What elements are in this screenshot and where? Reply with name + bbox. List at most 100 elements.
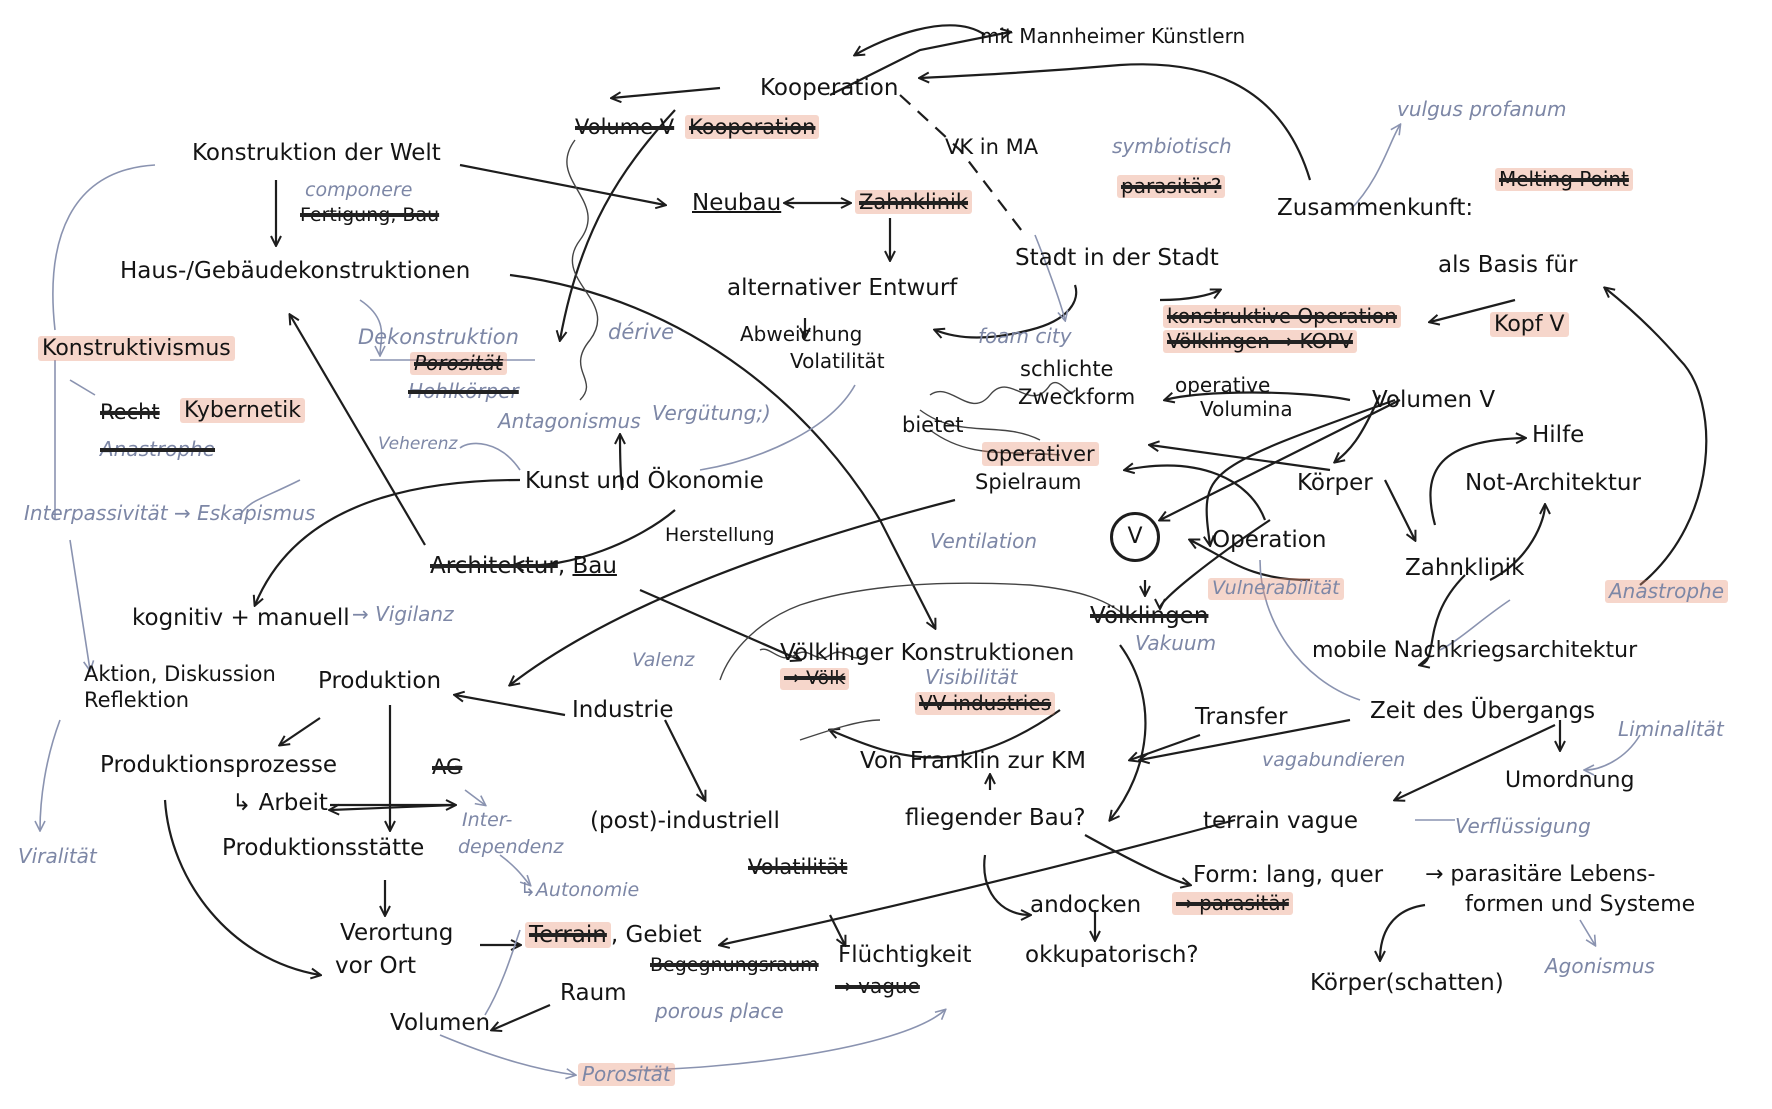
node-agonismus: Agonismus (1545, 954, 1655, 978)
node-vakuum: Vakuum (1135, 631, 1217, 655)
architektur-struck: Architektur (430, 553, 558, 579)
node-formen: formen und Systeme (1465, 892, 1696, 917)
node-voelklingen: Völklingen (1090, 603, 1209, 629)
node-derive: dérive (608, 320, 675, 344)
volatilitaet-top-label: Volatilität (790, 349, 885, 373)
node-konstruktive-operation: konstruktive Operation (1163, 305, 1401, 328)
node-zahnklinik-struck: Zahnklinik (855, 190, 973, 215)
node-kognitiv-manuell: kognitiv + manuell (132, 605, 350, 631)
node-foam-city: foam city (978, 324, 1072, 348)
node-parasitaere: → parasitäre Lebens- (1425, 862, 1656, 887)
node-produktionsprozesse: Produktionsprozesse (100, 752, 337, 778)
node-zeit-uebergang: Zeit des Übergangs (1370, 698, 1596, 724)
node-valenz: Valenz (632, 649, 695, 671)
node-recht: Recht (100, 400, 160, 424)
node-andocken: andocken (1030, 892, 1142, 918)
node-parasitaer-struck: → parasitär (1172, 892, 1293, 915)
node-vagabundieren: vagabundieren (1262, 749, 1406, 771)
node-volumen-left: Volumen (390, 1010, 491, 1036)
node-herstellung: Herstellung (665, 524, 775, 546)
node-volumen-right: Volumen V (1372, 387, 1496, 413)
node-produktion: Produktion (318, 668, 442, 694)
node-liminalitaet: Liminalität (1618, 717, 1724, 741)
node-interdependenz: Inter- (462, 809, 513, 831)
node-aktion: Aktion, Diskussion (84, 662, 276, 686)
node-fliegender-bau: fliegender Bau? (905, 805, 1086, 831)
node-form: Form: lang, quer (1193, 862, 1384, 888)
node-konstruktion-welt: Konstruktion der Welt (192, 140, 441, 166)
node-interdependenz-2: dependenz (458, 836, 564, 858)
node-industrie: Industrie (572, 697, 674, 723)
node-produktionsstaette: Produktionsstätte (222, 835, 425, 861)
node-interpassivitaet: Interpassivität → Eskapismus (24, 501, 316, 525)
node-okkupatorisch: okkupatorisch? (1025, 942, 1199, 968)
node-verortung: Verortung (340, 920, 454, 946)
node-volatilitaet-mid: Volatilität (748, 855, 848, 879)
node-operative: operative (1175, 373, 1271, 397)
node-transfer: Transfer (1195, 704, 1288, 730)
node-dekonstruktion: Dekonstruktion (358, 325, 519, 349)
node-symbiotisch: symbiotisch (1112, 134, 1232, 158)
node-bietet: bietet (902, 413, 964, 437)
node-anastrophe-right: Anastrophe (1605, 580, 1729, 603)
node-fluechtigkeit: Flüchtigkeit (838, 942, 972, 968)
node-kopf: Kopf V (1490, 312, 1569, 338)
node-koerper: Körper (1297, 470, 1373, 496)
node-operativer: operativer (982, 442, 1099, 467)
node-kunst-oekonomie: Kunst und Ökonomie (525, 468, 764, 494)
node-anastrophe-left: Anastrophe (100, 437, 216, 461)
node-fertigung-bau: Fertigung, Bau (300, 204, 440, 226)
node-vulgus: vulgus profanum (1397, 97, 1567, 121)
node-operation: Operation (1212, 527, 1327, 553)
node-ag: AG (432, 755, 463, 779)
node-kooperation-struck: Kooperation (685, 115, 820, 140)
node-koerper-schatten: Körper(schatten) (1310, 970, 1504, 996)
node-visibilitaet: Visibilität (925, 665, 1018, 689)
node-componere: componere (305, 179, 413, 201)
node-spielraum: Spielraum (975, 470, 1082, 494)
node-not-architektur: Not-Architektur (1465, 470, 1641, 496)
node-vv-industries: VV industries (915, 692, 1056, 715)
node-vague-struck: → vague (835, 974, 920, 998)
node-parasitaer-q: parasitär? (1117, 175, 1226, 198)
node-viralitaet: Viralität (18, 844, 97, 868)
node-von-franklin: Von Franklin zur KM (860, 748, 1086, 774)
bau-label: Bau (572, 553, 617, 579)
node-vor-ort: vor Ort (335, 953, 417, 979)
gebiet-label: , Gebiet (610, 922, 702, 948)
node-vk-in-ma: VK in MA (945, 135, 1039, 159)
node-hohlkoerper: Hohlkörper (408, 379, 519, 403)
node-porositaet-bottom: Porosität (578, 1063, 675, 1086)
node-vulnerabilitaet: Vulnerabilität (1208, 577, 1344, 600)
node-veherenz: Veherenz (378, 434, 458, 454)
node-mobile: mobile Nachkriegsarchitektur (1312, 638, 1638, 663)
node-architektur-bau: Architektur, Bau (430, 553, 617, 579)
node-terrain-vague: terrain vague (1203, 808, 1359, 834)
node-zusammenkunft: Zusammenkunft: (1277, 195, 1474, 221)
terrain-struck: Terrain (525, 922, 611, 948)
node-kybernetik: Kybernetik (180, 398, 305, 424)
node-volume-v: Volume V (575, 115, 675, 139)
node-porous-place: porous place (655, 999, 784, 1023)
node-vigilanz: → Vigilanz (352, 602, 454, 626)
node-arbeit: ↳ Arbeit (232, 790, 328, 816)
node-hilfe: Hilfe (1532, 422, 1585, 448)
node-voelk-struck: → Völk (780, 667, 850, 690)
node-kooperation: Kooperation (760, 75, 899, 101)
node-melting-point: Melting Point (1495, 168, 1633, 191)
node-porositaet-struck: Porosität (410, 352, 507, 375)
node-neubau: Neubau (692, 190, 782, 216)
node-begegnungsraum: Begegnungsraum (650, 954, 819, 976)
node-umordnung: Umordnung (1505, 768, 1635, 793)
node-volumina: Volumina (1200, 397, 1293, 421)
node-stadt-in-stadt: Stadt in der Stadt (1015, 245, 1219, 271)
node-alternativer-entwurf: alternativer Entwurf (727, 275, 958, 301)
node-raum: Raum (560, 980, 627, 1006)
node-voelklingen-kopv: Völklingen → KOPV (1163, 330, 1357, 353)
node-volatilitaet-top: Volatilität (790, 350, 885, 373)
node-reflektion: Reflektion (84, 688, 190, 712)
node-v-circle: V (1110, 512, 1160, 562)
node-terrain-gebiet: Terrain, Gebiet (525, 922, 702, 948)
